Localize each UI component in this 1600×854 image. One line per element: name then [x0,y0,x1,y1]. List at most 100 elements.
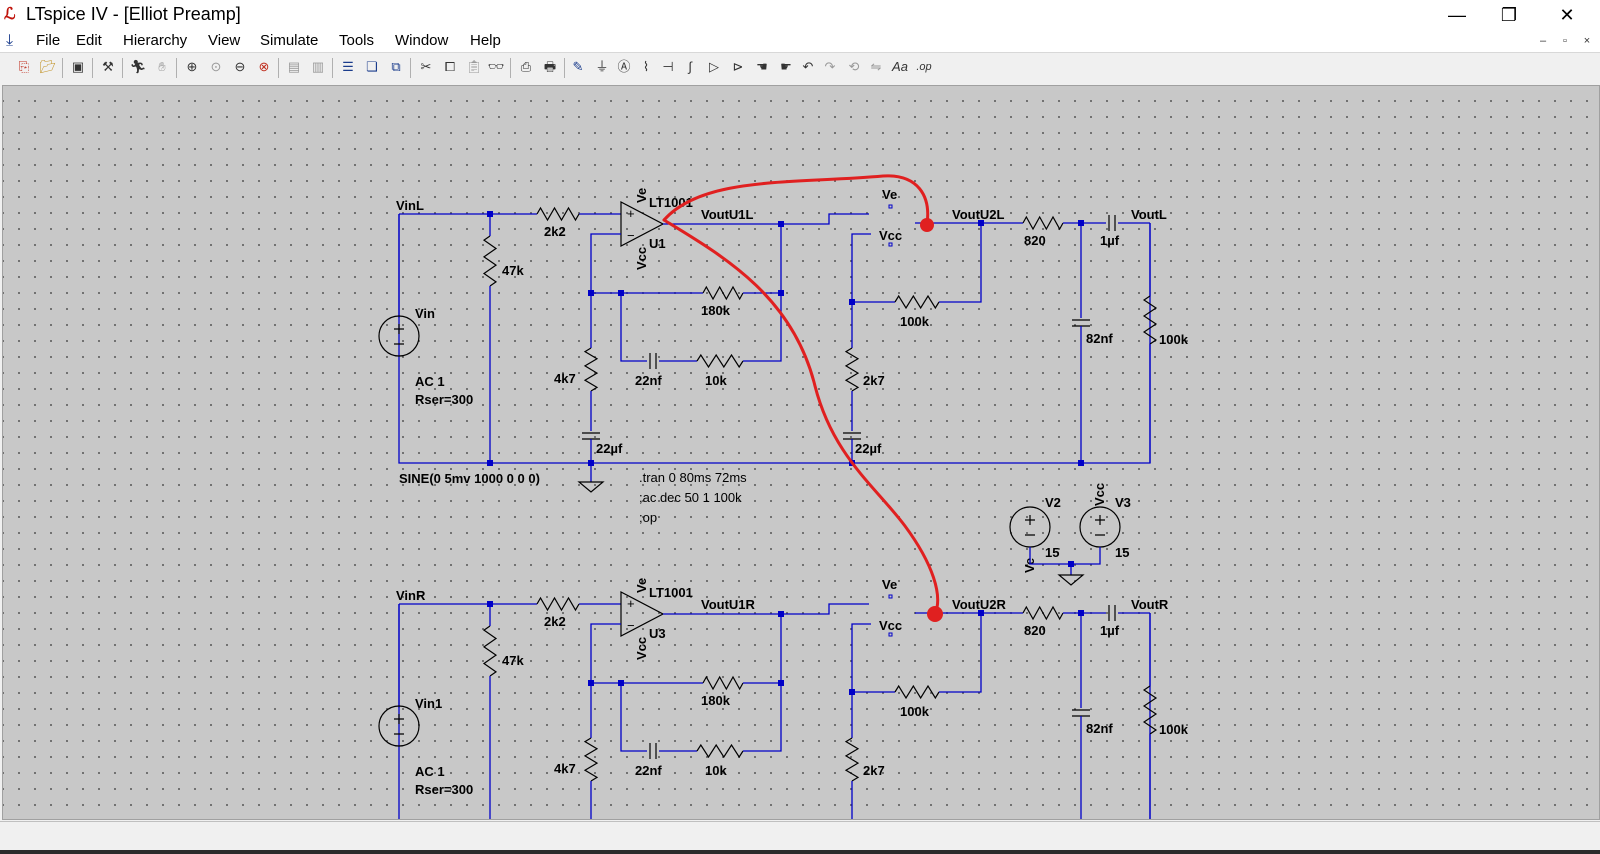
inductor-icon[interactable]: ∫ [688,59,692,74]
diode-icon[interactable]: ▷ [709,59,719,74]
right-opamp-ref: U3 [649,626,666,641]
menu-help[interactable]: Help [468,31,503,51]
document-icon[interactable]: ⤓ [6,32,14,49]
print-icon[interactable]: 🖶︎ [543,59,557,74]
restore-button[interactable]: ❐ [1500,5,1518,25]
run-icon[interactable]: 🏃︎ [129,59,147,74]
tile-vertical-icon[interactable]: ▥ [311,59,325,74]
wire [939,613,982,693]
annotation-stroke-cross [662,218,940,616]
right-stage2-ve: Ve [882,577,897,592]
right-r-gain-value: 4k7 [554,761,576,776]
left-stage2-rgain [844,347,860,392]
resistor-icon[interactable]: ⌇ [642,59,650,74]
move-icon[interactable]: ☚ [756,59,768,74]
save-icon[interactable]: ▣ [71,59,85,74]
component-icon[interactable]: ⊳ [732,59,744,74]
right-opamp-vcc: Vcc [634,637,649,660]
zoom-fit-icon[interactable]: ⊗ [258,59,270,74]
junction-dot [978,610,984,616]
menu-window[interactable]: Window [393,31,450,51]
right-r-shunt [482,625,498,677]
left-stage2-cgain-value: 22µf [855,441,882,456]
left-opamp-symbol [620,201,665,247]
close-button[interactable]: ✕ [1559,5,1575,25]
right-r-input [536,596,580,612]
left-input-label: VinL [396,198,424,213]
left-c-gain-value: 22µf [596,441,623,456]
cut-icon[interactable]: ✂ [420,59,432,74]
wire [590,233,621,293]
spice-directive-1: ;ac dec 50 1 100k [639,490,742,505]
new-schematic-icon[interactable]: ⎘ [18,59,30,74]
menu-file[interactable]: File [34,31,62,51]
redo-icon[interactable]: ↷ [824,59,836,74]
capacitor-icon[interactable]: ⊣ [662,59,674,74]
supply-v3-value: 15 [1115,545,1129,560]
menu-tools[interactable]: Tools [337,31,376,51]
print-setup-icon[interactable]: ⎙ [520,59,532,74]
right-source-symbol [378,705,420,747]
close-all-icon[interactable]: ⧉ [391,59,401,74]
menu-simulate[interactable]: Simulate [258,31,320,51]
supply-v2-value: 15 [1045,545,1059,560]
right-c-out-value: 1µf [1100,623,1120,638]
toolbar: ⎘ 📂︎ ▣ ⚒ 🏃︎ ✋︎ ⊕ ⊙ ⊖ ⊗ ▤ ▥ ☰ ❏ ⧉ ✂ ⧠ 📋︎ … [0,52,1600,84]
annotation-dot-bottom [927,606,943,622]
left-opamp-ref: U1 [649,236,666,251]
left-stage1-out-label: VoutU1L [701,207,754,222]
cascade-icon[interactable]: ☰ [342,59,354,74]
drag-icon[interactable]: ☛ [780,59,792,74]
left-r-shunt [482,235,498,287]
mdi-close-button[interactable]: × [1583,35,1591,47]
ground-icon[interactable]: ⏚ [595,59,609,74]
mdi-minimize-button[interactable]: – [1539,35,1547,47]
left-source-param-rser: Rser=300 [415,392,473,407]
annotation-stroke-top [662,174,930,226]
left-ground-rail [398,214,1151,464]
label-net-icon[interactable]: Ⓐ [617,59,631,74]
tile-horizontal-icon[interactable]: ▤ [287,59,301,74]
mirror-icon[interactable]: ⇋ [870,59,882,74]
spice-directive-icon[interactable]: .op [916,61,932,73]
halt-icon[interactable]: ✋︎ [158,59,166,74]
menu-hierarchy-label: Hierarchy [123,32,188,49]
left-c-filter [1072,319,1090,327]
status-bar [0,821,1600,854]
paste-icon[interactable]: 📋︎ [465,59,483,74]
right-c-out [1108,605,1116,621]
mdi-restore-button[interactable]: ▫ [1563,35,1567,47]
right-r-feedback2-value: 10k [705,763,727,778]
menu-hierarchy[interactable]: Hierarchy [121,31,189,51]
wire-icon[interactable]: ✎ [572,59,584,74]
right-r-feedback-value: 180k [701,693,731,708]
find-icon[interactable]: 👓︎ [487,59,505,74]
text-icon[interactable]: Aa [892,59,908,74]
title-bar[interactable]: ℒ LTspice IV - [Elliot Preamp] — ❐ ✕ [0,0,1600,30]
menu-simulate-label: Simulate [260,32,319,49]
menu-edit[interactable]: Edit [74,31,104,51]
open-icon[interactable]: 📂︎ [39,59,57,74]
minimize-button[interactable]: — [1448,5,1466,25]
left-opamp-vcc: Vcc [634,247,649,270]
supply-v3-symbol-polarity [1095,515,1105,536]
rotate-icon[interactable]: ⟲ [848,59,860,74]
supply-ground-wire [1029,547,1101,565]
menu-view[interactable]: View [206,31,242,51]
zoom-area-icon[interactable]: ⊙ [210,59,222,74]
right-r-feedback2 [696,743,744,759]
control-panel-icon[interactable]: ⚒ [102,59,114,74]
zoom-in-icon[interactable]: ⊕ [186,59,198,74]
right-stage2-out-label: VoutU2R [952,597,1007,612]
right-source-param-rser: Rser=300 [415,782,473,797]
arrange-icon[interactable]: ❏ [366,59,378,74]
left-r-out-value: 820 [1024,233,1046,248]
left-c-out-value: 1µf [1100,233,1120,248]
right-stage2-rfb-value: 100k [900,704,930,719]
zoom-out-icon[interactable]: ⊖ [234,59,246,74]
left-source-name: Vin [415,306,435,321]
copy-icon[interactable]: ⧠ [444,59,456,74]
undo-icon[interactable]: ↶ [802,59,814,74]
